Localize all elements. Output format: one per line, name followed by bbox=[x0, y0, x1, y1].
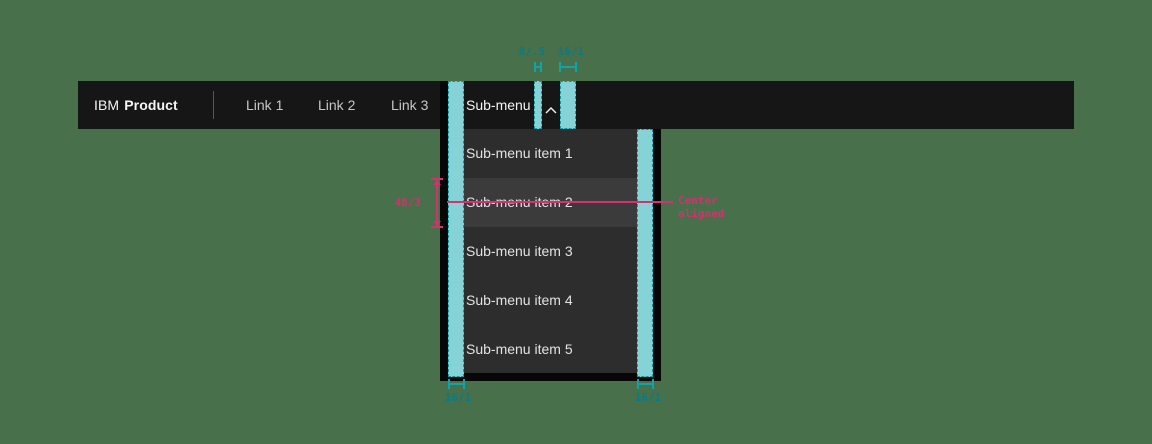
measure-label-8-05: 8/.5 bbox=[518, 45, 546, 58]
menu-item[interactable]: Sub-menu item 5 bbox=[448, 324, 653, 373]
menu-item[interactable]: Sub-menu item 3 bbox=[448, 226, 653, 276]
submenu-trigger[interactable]: Sub-menu bbox=[466, 97, 531, 113]
dimension-marker-16 bbox=[637, 379, 654, 389]
nav-link-3[interactable]: Link 3 bbox=[391, 97, 429, 113]
top-navigation-bar: IBM Product Link 1 Link 2 Link 3 Sub-men… bbox=[78, 81, 1074, 129]
measure-label-16-1: 16/1 bbox=[557, 45, 585, 58]
header-divider bbox=[213, 91, 214, 119]
alignment-note-label: Center aligned bbox=[678, 194, 725, 220]
spacing-strip-chevron-16 bbox=[560, 81, 576, 129]
dimension-marker-16 bbox=[559, 62, 577, 72]
chevron-up-icon[interactable] bbox=[545, 101, 557, 114]
nav-link-2[interactable]: Link 2 bbox=[318, 97, 356, 113]
menu-item[interactable]: Sub-menu item 1 bbox=[448, 129, 653, 178]
menu-item[interactable]: Sub-menu item 4 bbox=[448, 275, 653, 325]
height-dimension-bracket bbox=[431, 178, 443, 228]
nav-link-1[interactable]: Link 1 bbox=[246, 97, 284, 113]
measure-label-16-1: 16/1 bbox=[444, 391, 472, 404]
submenu-dropdown: Sub-menu item 1 Sub-menu item 2 Sub-menu… bbox=[448, 129, 653, 373]
brand-home-link[interactable]: IBM Product bbox=[94, 81, 178, 129]
brand-product-name: Product bbox=[124, 97, 178, 113]
spacing-strip-right-16 bbox=[637, 129, 653, 377]
spacing-strip-gap-8 bbox=[534, 81, 542, 129]
height-measure-label: 48/3 bbox=[394, 196, 422, 209]
center-alignment-line bbox=[447, 201, 673, 203]
dimension-marker-16 bbox=[448, 379, 465, 389]
dimension-marker-8 bbox=[534, 62, 542, 72]
spacing-strip-left-16 bbox=[448, 81, 464, 377]
brand-prefix: IBM bbox=[94, 97, 120, 113]
measure-label-16-1: 16/1 bbox=[634, 391, 662, 404]
